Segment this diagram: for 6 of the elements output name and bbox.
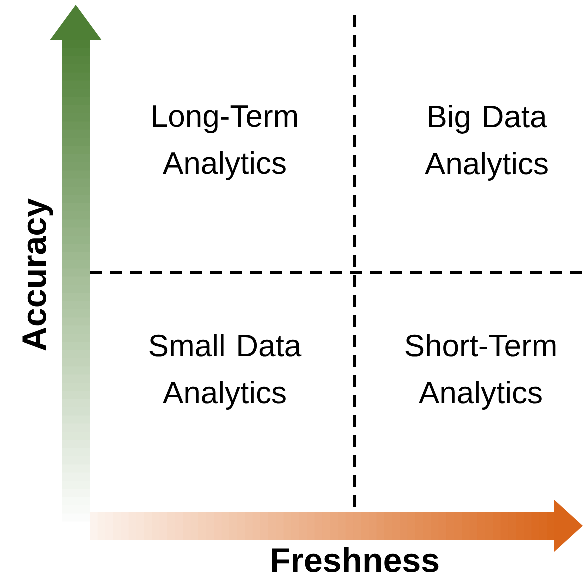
quadrant-label: Big Data Analytics [425, 105, 548, 181]
quadrant-label: Short-Term Analytics [406, 334, 556, 410]
axis-title: Freshness [272, 548, 439, 572]
axis-title: Accuracy [22, 198, 54, 351]
quadrant-label: Long-Term Analytics [153, 106, 298, 180]
quadrant-label: Small Data Analytics [150, 334, 302, 410]
